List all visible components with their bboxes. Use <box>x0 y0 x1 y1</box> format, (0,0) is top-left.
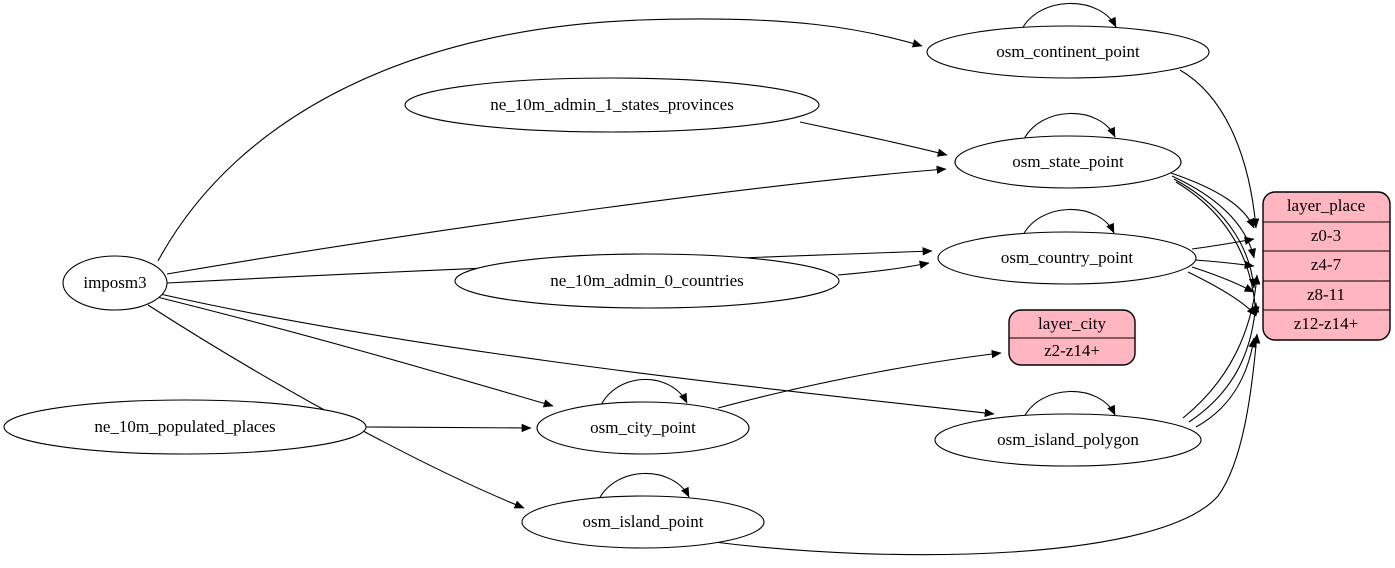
imposm3-label: imposm3 <box>83 273 146 292</box>
ne-admin1-label: ne_10m_admin_1_states_provinces <box>490 95 734 114</box>
node-osm-country-point: osm_country_point <box>937 231 1197 285</box>
ne-admin1-ellipse <box>404 77 820 133</box>
edge-state-z8-11 <box>1173 178 1258 289</box>
edge-populated-city <box>365 423 532 433</box>
node-layer-place: layer_place z0-3 z4-7 z8-11 z12-z14+ <box>1262 191 1391 341</box>
layer-place-row-z4-7: z4-7 <box>1311 255 1342 274</box>
osm-country-ellipse <box>937 231 1197 285</box>
node-ne-10m-admin-1-states-provinces: ne_10m_admin_1_states_provinces <box>404 77 820 133</box>
osm-continent-ellipse <box>926 25 1210 79</box>
node-osm-island-polygon: osm_island_polygon <box>934 413 1202 467</box>
ne-admin0-label: ne_10m_admin_0_countries <box>550 271 744 290</box>
osm-state-ellipse <box>954 135 1182 189</box>
node-ne-10m-populated-places: ne_10m_populated_places <box>3 399 367 455</box>
ne-populated-label: ne_10m_populated_places <box>94 417 275 436</box>
layer-place-row-z12-z14: z12-z14+ <box>1294 314 1358 333</box>
edge-country-z12-z14 <box>1187 271 1257 317</box>
layer-place-row-z8-11: z8-11 <box>1307 285 1345 304</box>
edge-state-z4-7 <box>1171 175 1256 259</box>
node-osm-continent-point: osm_continent_point <box>926 25 1210 79</box>
edge-state-selfloop <box>1022 112 1116 142</box>
edge-imposm3-state <box>166 165 947 275</box>
edge-admin1-state <box>799 121 948 157</box>
osm-state-label: osm_state_point <box>1012 152 1124 171</box>
layer-place-row-z0-3: z0-3 <box>1311 226 1341 245</box>
edge-imposm3-island-polygon <box>159 293 995 418</box>
osm-island-polygon-ellipse <box>934 413 1202 467</box>
edge-state-z0-3 <box>1167 171 1255 229</box>
edge-country-z8-11 <box>1191 266 1255 293</box>
osm-city-ellipse <box>536 401 750 455</box>
osm-country-label: osm_country_point <box>1001 248 1133 267</box>
edge-island-polygon-z4-7 <box>1182 274 1261 419</box>
edge-continent-z0-3 <box>1179 69 1260 229</box>
node-ne-10m-admin-0-countries: ne_10m_admin_0_countries <box>454 253 840 309</box>
osm-city-label: osm_city_point <box>590 418 696 437</box>
layer-place-box <box>1262 191 1391 341</box>
osm-island-point-ellipse <box>521 495 765 549</box>
imposm3-ellipse <box>62 255 168 311</box>
edge-country-selfloop <box>1021 208 1115 238</box>
edge-island-polygon-z8-11 <box>1188 302 1260 423</box>
edge-imposm3-continent <box>157 18 923 262</box>
edge-city-layer-city <box>717 349 1002 409</box>
layer-place-title: layer_place <box>1287 196 1365 215</box>
edge-imposm3-city <box>156 296 554 408</box>
node-imposm3: imposm3 <box>62 255 168 311</box>
node-osm-island-point: osm_island_point <box>521 495 765 549</box>
edge-country-z0-3 <box>1191 236 1255 250</box>
layer-city-row-z2-z14: z2-z14+ <box>1044 341 1100 360</box>
node-osm-city-point: osm_city_point <box>536 401 750 455</box>
edge-country-z4-7 <box>1194 259 1255 269</box>
osm-island-point-label: osm_island_point <box>583 512 704 531</box>
edge-state-z12-z14 <box>1175 181 1260 317</box>
node-layer-city: layer_city z2-z14+ <box>1008 309 1136 366</box>
edge-island-point-selfloop <box>597 472 690 502</box>
edge-continent-selfloop <box>1020 2 1117 32</box>
osm-island-polygon-label: osm_island_polygon <box>997 430 1139 449</box>
layer-city-title: layer_city <box>1038 314 1106 333</box>
ne-populated-ellipse <box>3 399 367 455</box>
edge-island-point-z12-z14 <box>705 333 1261 556</box>
edge-island-polygon-selfloop <box>1022 390 1116 420</box>
osm-continent-label: osm_continent_point <box>996 42 1140 61</box>
edge-island-polygon-z12-z14 <box>1195 337 1257 428</box>
node-osm-state-point: osm_state_point <box>954 135 1182 189</box>
edge-admin0-country <box>837 260 930 276</box>
edge-city-selfloop <box>599 378 688 408</box>
ne-admin0-ellipse <box>454 253 840 309</box>
